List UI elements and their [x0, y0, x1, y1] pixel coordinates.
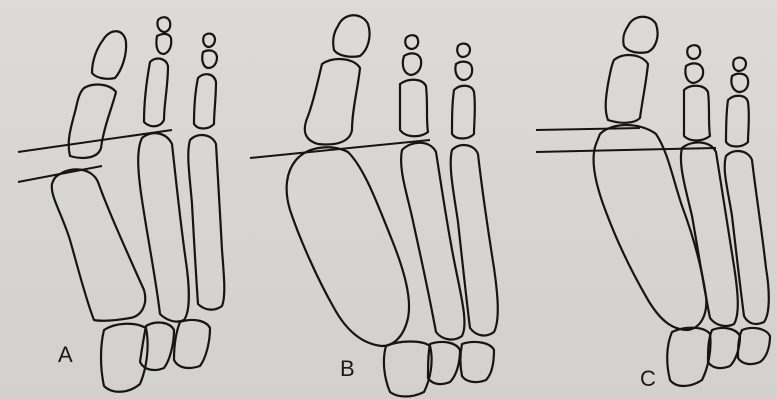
panel-c-reference-line-upper	[536, 128, 640, 130]
panel-b-third-toe-distal	[457, 44, 470, 57]
panel-b-label: B	[340, 356, 355, 381]
panel-c-hallux-distal-phalanx	[623, 17, 657, 53]
panel-c-first-metatarsal	[594, 125, 707, 330]
panel-b-third-toe-proximal	[452, 86, 475, 139]
panel-b-intermediate-cuneiform	[428, 342, 460, 384]
panel-a-hallux-proximal-phalanx	[69, 85, 116, 158]
panel-a: A	[18, 17, 224, 392]
panel-c-label: C	[640, 366, 656, 391]
panel-a-third-metatarsal	[188, 135, 224, 310]
panel-c: C	[536, 17, 770, 391]
panel-a-second-toe-middle	[156, 34, 171, 54]
panel-c-reference-line-lower	[536, 148, 716, 152]
panel-a-first-metatarsal	[52, 169, 145, 321]
panel-b-second-toe-distal	[405, 35, 418, 49]
panel-a-reference-line-upper	[18, 130, 172, 152]
panel-c-medial-cuneiform	[667, 328, 710, 386]
panel-c-third-toe-proximal	[726, 96, 749, 147]
panel-b-medial-cuneiform	[384, 342, 432, 397]
panel-c-third-metatarsal	[725, 151, 769, 324]
panel-b-third-metatarsal	[451, 145, 498, 335]
panel-a-third-toe-distal	[203, 34, 215, 47]
panel-c-intermediate-cuneiform	[708, 328, 740, 368]
panel-b-hallux-proximal-phalanx	[305, 59, 360, 144]
panel-c-second-toe-middle	[685, 63, 703, 83]
panel-c-second-metatarsal	[681, 142, 738, 326]
panel-b-second-metatarsal	[401, 143, 464, 340]
panel-a-third-toe-middle	[202, 50, 217, 68]
panel-c-lateral-cuneiform	[738, 328, 770, 364]
panel-a-reference-line-lower	[18, 166, 102, 182]
panel-a-second-toe-distal	[157, 17, 170, 32]
panel-a-lateral-cuneiform	[174, 320, 210, 368]
panel-a-third-toe-proximal	[194, 74, 216, 128]
panel-b-third-toe-middle	[455, 62, 472, 80]
panel-c-third-toe-middle	[731, 74, 748, 92]
panel-c-second-toe-distal	[687, 45, 700, 59]
panel-a-hallux-distal-phalanx	[92, 31, 126, 79]
panel-c-second-toe-proximal	[684, 86, 710, 141]
panel-c-hallux-proximal-phalanx	[606, 55, 648, 123]
panel-b-lateral-cuneiform	[461, 342, 495, 382]
panel-c-third-toe-distal	[733, 58, 746, 71]
panel-b-hallux-distal-phalanx	[333, 15, 369, 57]
panel-b-second-toe-proximal	[400, 80, 428, 137]
panel-a-label: A	[58, 342, 73, 367]
panel-a-second-toe-proximal	[144, 59, 168, 127]
panel-b: B	[250, 15, 498, 396]
panel-b-first-metatarsal	[287, 147, 409, 346]
panel-b-second-toe-middle	[403, 53, 421, 75]
